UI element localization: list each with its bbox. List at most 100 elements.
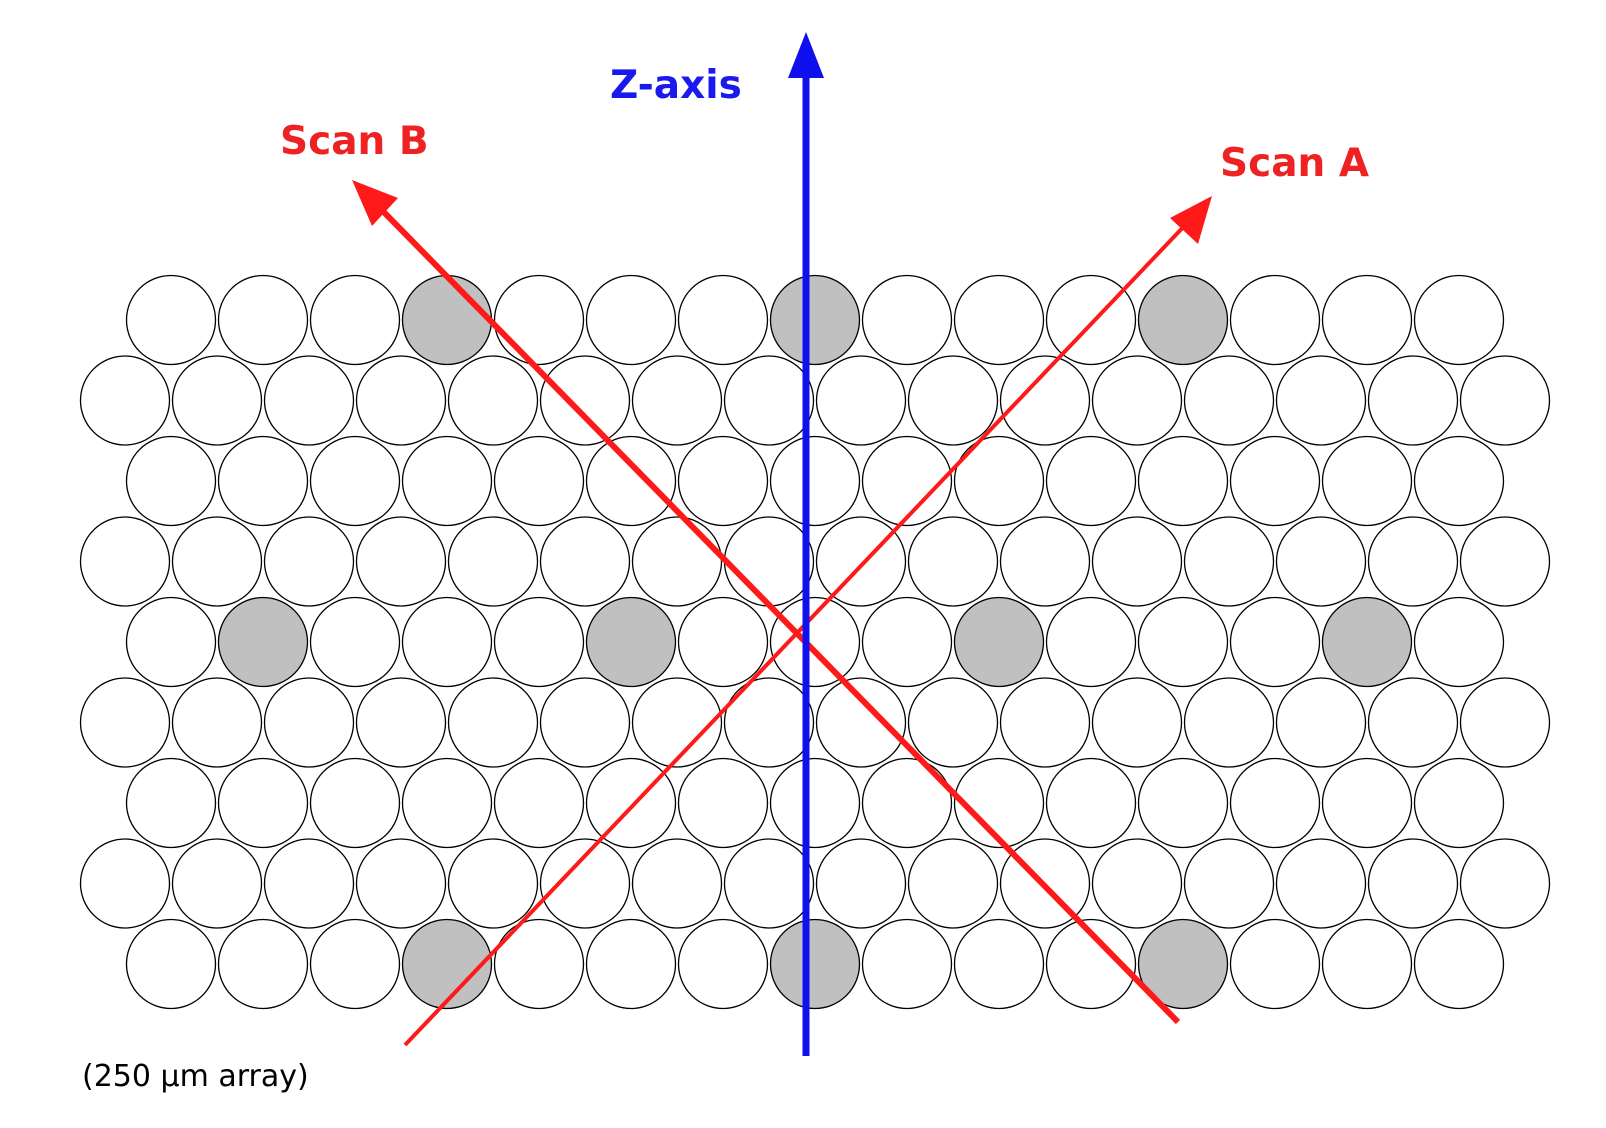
array-element	[1275, 355, 1367, 446]
array-element	[631, 677, 723, 768]
array-element	[1367, 516, 1459, 607]
array-element	[999, 355, 1091, 446]
array-element	[1367, 355, 1459, 446]
array-element	[1229, 918, 1321, 1010]
array-element-shaded	[953, 596, 1045, 688]
array-element	[79, 355, 171, 446]
array-element	[539, 677, 631, 768]
array-element	[677, 435, 769, 527]
array-element	[953, 918, 1045, 1010]
array-element	[585, 918, 677, 1010]
array-element	[1045, 757, 1137, 849]
array-element	[309, 274, 401, 366]
array-element	[263, 355, 355, 446]
array-element	[1367, 677, 1459, 768]
array-element	[79, 677, 171, 768]
array-element	[447, 516, 539, 607]
array-element	[1459, 355, 1551, 446]
array-element	[401, 757, 493, 849]
array-element	[401, 435, 493, 527]
array-element	[585, 757, 677, 849]
array-element	[493, 757, 585, 849]
array-element	[263, 677, 355, 768]
array-element	[1413, 274, 1505, 366]
array-element	[493, 596, 585, 688]
array-element	[217, 274, 309, 366]
array-element	[309, 435, 401, 527]
array-element	[309, 596, 401, 688]
array-element	[1459, 677, 1551, 768]
array-element	[263, 516, 355, 607]
array-element	[1137, 435, 1229, 527]
z-axis-arrowhead	[788, 32, 824, 78]
array-element	[263, 838, 355, 929]
array-element	[907, 516, 999, 607]
array-element	[355, 355, 447, 446]
array-element	[907, 355, 999, 446]
array-element	[1321, 435, 1413, 527]
array-element	[1045, 435, 1137, 527]
array-element	[1229, 435, 1321, 527]
array-element	[585, 274, 677, 366]
array-element	[585, 435, 677, 527]
array-element	[1183, 677, 1275, 768]
array-element	[815, 355, 907, 446]
array-element	[1137, 757, 1229, 849]
array-element	[1045, 918, 1137, 1010]
array-element	[1321, 757, 1413, 849]
array-element	[677, 918, 769, 1010]
array-element-shaded	[1137, 274, 1229, 366]
array-element	[631, 355, 723, 446]
array-element	[1413, 757, 1505, 849]
array-element	[401, 596, 493, 688]
array-element	[447, 838, 539, 929]
array-element	[1137, 596, 1229, 688]
array-element	[171, 677, 263, 768]
array-element	[171, 516, 263, 607]
array-element	[999, 677, 1091, 768]
array-element	[723, 677, 815, 768]
array-element	[677, 757, 769, 849]
array-element	[1045, 596, 1137, 688]
array-element	[217, 435, 309, 527]
array-element	[1413, 918, 1505, 1010]
array-element	[723, 355, 815, 446]
array-element	[217, 757, 309, 849]
array-element	[861, 435, 953, 527]
array-element	[1091, 355, 1183, 446]
array-element	[1091, 516, 1183, 607]
array-size-label: (250 µm array)	[82, 1059, 309, 1094]
array-element	[723, 516, 815, 607]
array-element	[631, 838, 723, 929]
array-element	[861, 596, 953, 688]
array-element	[1045, 274, 1137, 366]
array-element	[539, 838, 631, 929]
array-element-shaded	[401, 274, 493, 366]
array-element	[125, 757, 217, 849]
scan-b-label: Scan B	[280, 119, 429, 164]
scan-b-arrowhead	[352, 180, 398, 226]
array-element	[1321, 918, 1413, 1010]
array-element	[493, 274, 585, 366]
array-element	[723, 838, 815, 929]
array-element	[677, 274, 769, 366]
array-element	[125, 918, 217, 1010]
array-element	[447, 677, 539, 768]
array-element-shaded	[217, 596, 309, 688]
array-element	[1091, 677, 1183, 768]
array-element	[769, 757, 861, 849]
scan-b-line	[369, 197, 1181, 1025]
array-element	[447, 355, 539, 446]
array-element	[539, 516, 631, 607]
array-element	[1367, 838, 1459, 929]
array-element	[953, 757, 1045, 849]
array-element	[999, 516, 1091, 607]
array-element	[493, 435, 585, 527]
array-element	[1183, 516, 1275, 607]
array-element	[677, 596, 769, 688]
array-element	[1229, 757, 1321, 849]
array-element	[815, 838, 907, 929]
array-element	[1459, 838, 1551, 929]
array-element	[1413, 596, 1505, 688]
